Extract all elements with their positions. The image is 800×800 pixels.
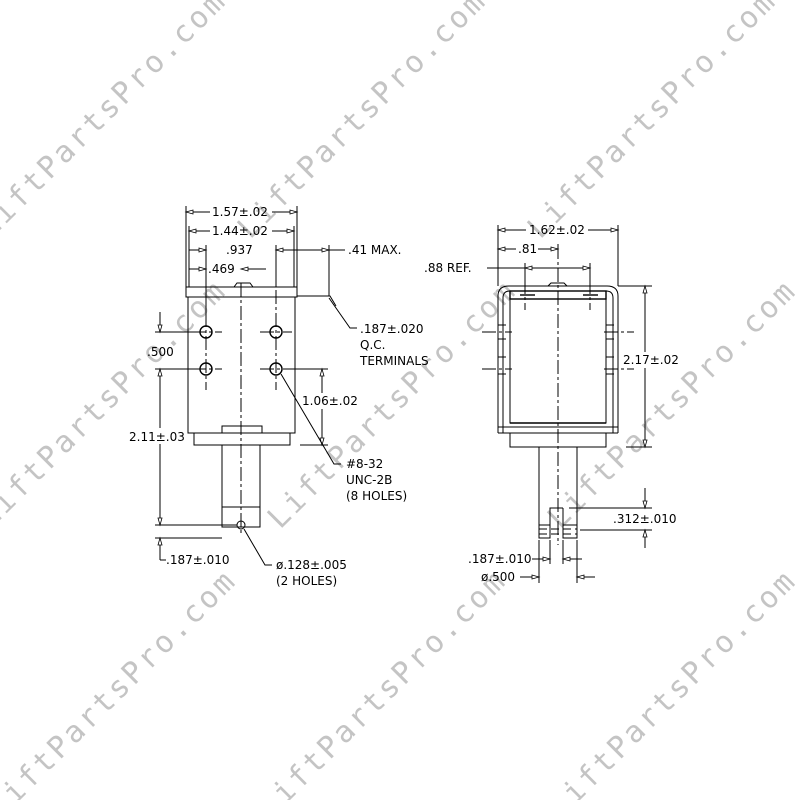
dim-side-half-width: .81	[518, 242, 537, 256]
watermark-text: LiftPartsPro.com	[0, 273, 234, 536]
note-pin-hole-count: (2 HOLES)	[276, 574, 337, 588]
dim-slot-depth: .312±.010	[613, 512, 677, 526]
dim-terminal-max: .41 MAX.	[348, 243, 402, 257]
side-view: 1.62±.02 .81 .88 REF. 2.17±.02 .312±.010	[424, 223, 684, 584]
note-terminal-qc: Q.C.	[360, 338, 385, 352]
dim-side-ref: .88 REF.	[424, 261, 472, 275]
note-thread-count: (8 HOLES)	[346, 489, 407, 503]
dim-side-overall-width: 1.62±.02	[529, 223, 585, 237]
watermark-text: LiftPartsPro.com	[0, 563, 244, 800]
watermark-text: LiftPartsPro.com	[541, 273, 800, 536]
dim-body-width: 1.44±.02	[212, 224, 268, 238]
note-pin-hole-dia: ø.128±.005	[276, 558, 347, 572]
dim-hole-offset: .469	[208, 262, 235, 276]
dim-overall-width: 1.57±.02	[212, 205, 268, 219]
note-thread-size: #8-32	[346, 457, 383, 471]
dim-hole-spacing: .937	[226, 243, 253, 257]
note-terminal-size: .187±.020	[360, 322, 424, 336]
note-terminal-label: TERMINALS	[359, 354, 429, 368]
watermark-text: LiftPartsPro.com	[0, 0, 234, 246]
note-thread-class: UNC-2B	[346, 473, 392, 487]
dim-pin-hole-offset: .187±.010	[166, 553, 230, 567]
front-view: 1.57±.02 1.44±.02 .937 .469 .41 MAX. .50…	[128, 205, 429, 588]
watermark-text: LiftPartsPro.com	[231, 0, 494, 246]
watermark-text: LiftPartsPro.com	[251, 563, 514, 800]
dim-slot-width: .187±.010	[468, 552, 532, 566]
dim-hole-to-base: 1.06±.02	[302, 394, 358, 408]
watermark-text: LiftPartsPro.com	[521, 0, 784, 246]
dim-plunger-diameter: ø.500	[481, 570, 515, 584]
watermark-text: LiftPartsPro.com	[541, 563, 800, 800]
dim-overall-height: 2.11±.03	[129, 430, 185, 444]
dim-side-height: 2.17±.02	[623, 353, 679, 367]
dim-hole-vertical-spacing: .500	[147, 345, 174, 359]
